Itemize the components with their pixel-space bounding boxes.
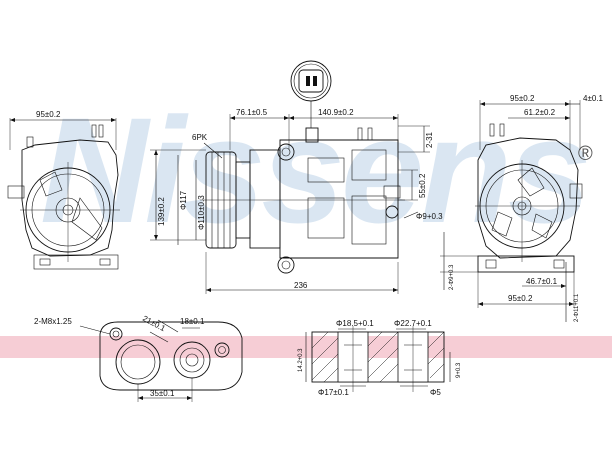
section-bore-top-b: Φ22.7+0.1: [394, 319, 432, 328]
side-offset-dim: 76.1±0.5: [236, 108, 268, 117]
right-right-hole-dim: 2-Φ11+0.1: [574, 293, 580, 322]
mount-dim: 55±0.2: [418, 173, 427, 198]
pulley-dia-dim: Φ117: [179, 190, 188, 210]
flange-port-dim-a: 21±0.1: [141, 314, 167, 334]
side-span-dim: 140.9±0.2: [318, 108, 354, 117]
section-side-dim: 9+0.3: [456, 362, 462, 378]
right-front-view: 95±0.2 4±0.1 61.2±0.2 2-Φ9+0.3 46.7±0.1: [440, 94, 604, 322]
section-depth-dim: 14.2+0.3: [298, 348, 304, 372]
section-bore-top-a: Φ18.5+0.1: [336, 319, 374, 328]
right-left-hole-dim: 2-Φ9+0.3: [449, 264, 455, 290]
side-view: 76.1±0.5 140.9±0.2 6PK 2-31 139±0.2 Φ117…: [150, 108, 443, 294]
hub-dia-dim: Φ110±0.3: [197, 195, 206, 230]
length-dim: 236: [294, 281, 308, 290]
right-base-dim: 95±0.2: [508, 294, 533, 303]
section-view: Φ18.5+0.1 Φ22.7+0.1 14.2+0.3 9+0.3: [298, 319, 462, 397]
flange-thread-dim: 2-M8x1.25: [34, 317, 72, 326]
watermark-registered-mark: ®: [578, 143, 593, 165]
hole-dim: Φ9+0.3: [416, 212, 443, 221]
section-bore-bottom-a: Φ17±0.1: [318, 388, 349, 397]
section-bore-bottom-b: Φ5: [430, 388, 441, 397]
flange-view: 2-M8x1.25 21±0.1 18±0.1 35±0.1: [34, 314, 243, 402]
watermark-logo: Nissens: [40, 86, 587, 254]
bolt-dim: 2-31: [425, 131, 434, 148]
right-offset-dim: 46.7±0.1: [526, 277, 558, 286]
pulley-label: 6PK: [192, 133, 208, 142]
connector-detail: [290, 60, 332, 143]
left-view-width-dim: 95±0.2: [36, 110, 61, 119]
flange-spacing-dim: 35±0.1: [150, 389, 175, 398]
section-hatching: [311, 331, 445, 383]
right-view-edge-dim: 4±0.1: [583, 94, 604, 103]
right-view-inner-dim: 61.2±0.2: [524, 108, 556, 117]
height-dim: 139±0.2: [157, 197, 166, 226]
left-front-view: 95±0.2: [7, 110, 120, 270]
right-view-width-dim: 95±0.2: [510, 94, 535, 103]
flange-port-dim-b: 18±0.1: [180, 317, 205, 326]
